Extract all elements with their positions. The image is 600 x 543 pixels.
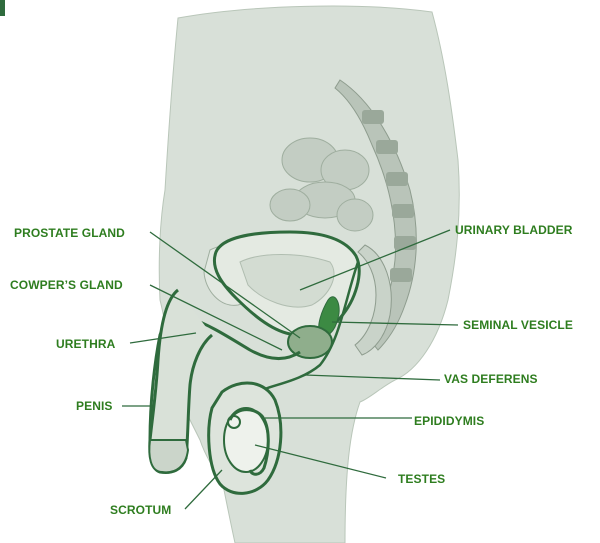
prostate xyxy=(288,326,332,358)
label-vas-deferens: VAS DEFERENS xyxy=(444,372,538,386)
label-epididymis: EPIDIDYMIS xyxy=(414,414,484,428)
label-urethra: URETHRA xyxy=(56,337,115,351)
label-scrotum: SCROTUM xyxy=(110,503,171,517)
label-prostate-gland: PROSTATE GLAND xyxy=(14,226,125,240)
label-testes: TESTES xyxy=(398,472,445,486)
corner-mark xyxy=(0,0,5,16)
label-cowpers-gland: COWPER’S GLAND xyxy=(10,278,123,292)
label-urinary-bladder: URINARY BLADDER xyxy=(455,223,573,237)
label-penis: PENIS xyxy=(76,399,113,413)
leader-scrotum xyxy=(185,470,222,509)
label-seminal-vesicle: SEMINAL VESICLE xyxy=(463,318,573,332)
